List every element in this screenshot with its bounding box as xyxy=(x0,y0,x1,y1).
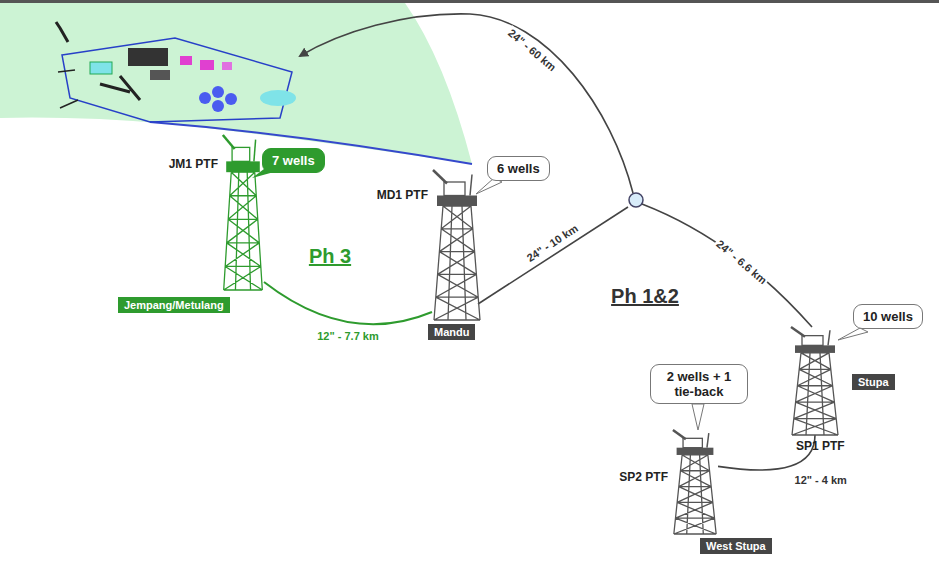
field-name: Mandu xyxy=(434,326,469,338)
top-border xyxy=(0,0,939,3)
field-name: Stupa xyxy=(858,376,889,388)
pipeline-spec: 12" - 4 km xyxy=(793,474,849,486)
platform: MD1 PTF xyxy=(432,170,482,320)
wells-callout: 10 wells xyxy=(853,304,923,329)
platform: JM1 PTF xyxy=(222,135,264,290)
platform-name: MD1 PTF xyxy=(377,188,428,202)
onshore-plant xyxy=(56,22,296,122)
wells-callout: 6 wells xyxy=(487,156,550,181)
pipeline-spec: 24" - 6.6 km xyxy=(713,236,771,287)
land-area xyxy=(0,3,472,164)
field-name: Jempang/Metulang xyxy=(124,299,224,311)
pipeline-spec: 12" - 7.7 km xyxy=(315,330,380,342)
trunk-pipelines xyxy=(300,14,812,327)
platform-drawing xyxy=(672,430,718,534)
well-count: 6 wells xyxy=(497,161,540,176)
field-name-tag: Jempang/Metulang xyxy=(118,297,230,313)
platform-name: SP1 PTF xyxy=(796,439,845,453)
phase-label: Ph 3 xyxy=(309,245,351,268)
field-name-tag: West Stupa xyxy=(700,538,772,554)
well-count: 7 wells xyxy=(272,153,315,168)
platform-name: JM1 PTF xyxy=(169,157,218,171)
well-count: 10 wells xyxy=(863,309,913,324)
platform-drawing xyxy=(222,135,264,290)
field-name-tag: Stupa xyxy=(852,374,895,390)
pipeline-spec: 24" - 60 km xyxy=(504,25,560,74)
field-name: West Stupa xyxy=(706,540,766,552)
callout-tails xyxy=(252,166,868,430)
well-count: 2 wells + 1 tie-back xyxy=(660,369,738,399)
wells-callout: 2 wells + 1 tie-back xyxy=(650,364,748,404)
platform: SP2 PTF xyxy=(672,430,718,534)
wells-callout: 7 wells xyxy=(262,148,325,173)
phase-label: Ph 1&2 xyxy=(611,285,679,308)
flowline xyxy=(264,282,432,324)
platform-name: SP2 PTF xyxy=(619,470,668,484)
pipeline-junction xyxy=(629,193,643,207)
field-name-tag: Mandu xyxy=(428,324,475,340)
platform-drawing xyxy=(790,327,840,435)
platform-drawing xyxy=(432,170,482,320)
platform: SP1 PTF xyxy=(790,327,840,435)
